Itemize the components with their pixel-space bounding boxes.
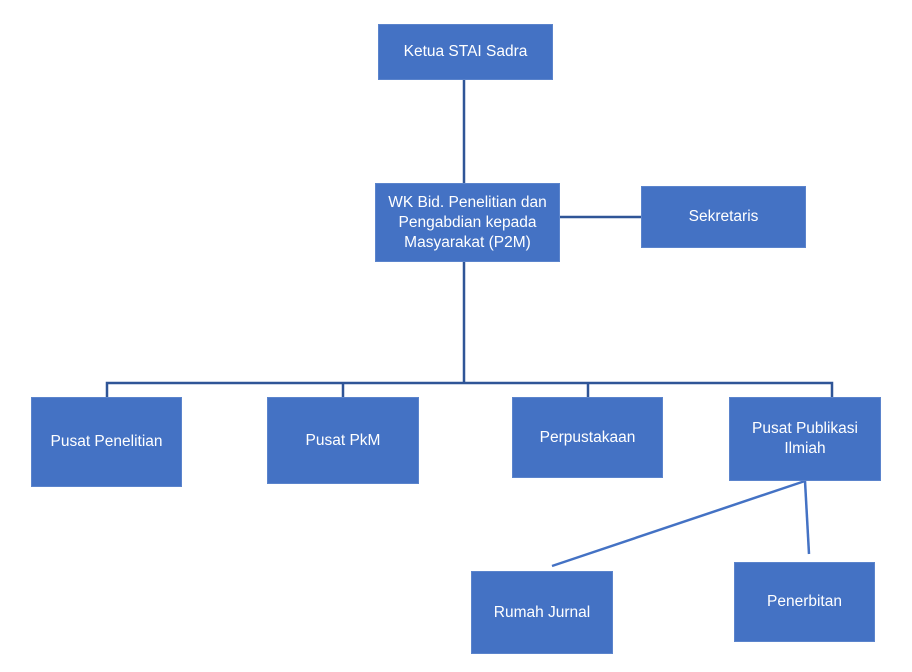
- node-pusat-penelitian: Pusat Penelitian: [31, 397, 182, 487]
- edge-publikasi-rumah-jurnal: [551, 479, 806, 568]
- node-label: Pusat Publikasi Ilmiah: [752, 420, 858, 457]
- node-wk-p2m: WK Bid. Penelitian dan Pengabdian kepada…: [375, 183, 560, 262]
- node-pusat-publikasi: Pusat Publikasi Ilmiah: [729, 397, 881, 481]
- node-label: Pusat Penelitian: [50, 433, 163, 450]
- node-label: Rumah Jurnal: [493, 603, 591, 621]
- node-rumah-jurnal: Rumah Jurnal: [471, 571, 613, 654]
- node-label: WK Bid. Penelitian dan Pengabdian kepada…: [388, 193, 547, 251]
- node-perpustakaan: Perpustakaan: [512, 397, 663, 478]
- edge-wk-branch-bar: [105, 381, 834, 397]
- node-label: Penerbitan: [767, 593, 842, 610]
- node-label: Sekretaris: [688, 208, 759, 225]
- node-label: Ketua STAI Sadra: [403, 43, 528, 60]
- node-label: Pusat PkM: [305, 431, 381, 449]
- edge-publikasi-penerbitan: [803, 480, 811, 555]
- node-penerbitan: Penerbitan: [734, 562, 875, 642]
- node-sekretaris: Sekretaris: [641, 186, 806, 248]
- node-label: Perpustakaan: [539, 428, 636, 446]
- node-ketua: Ketua STAI Sadra: [378, 24, 553, 80]
- node-pusat-pkm: Pusat PkM: [267, 397, 419, 484]
